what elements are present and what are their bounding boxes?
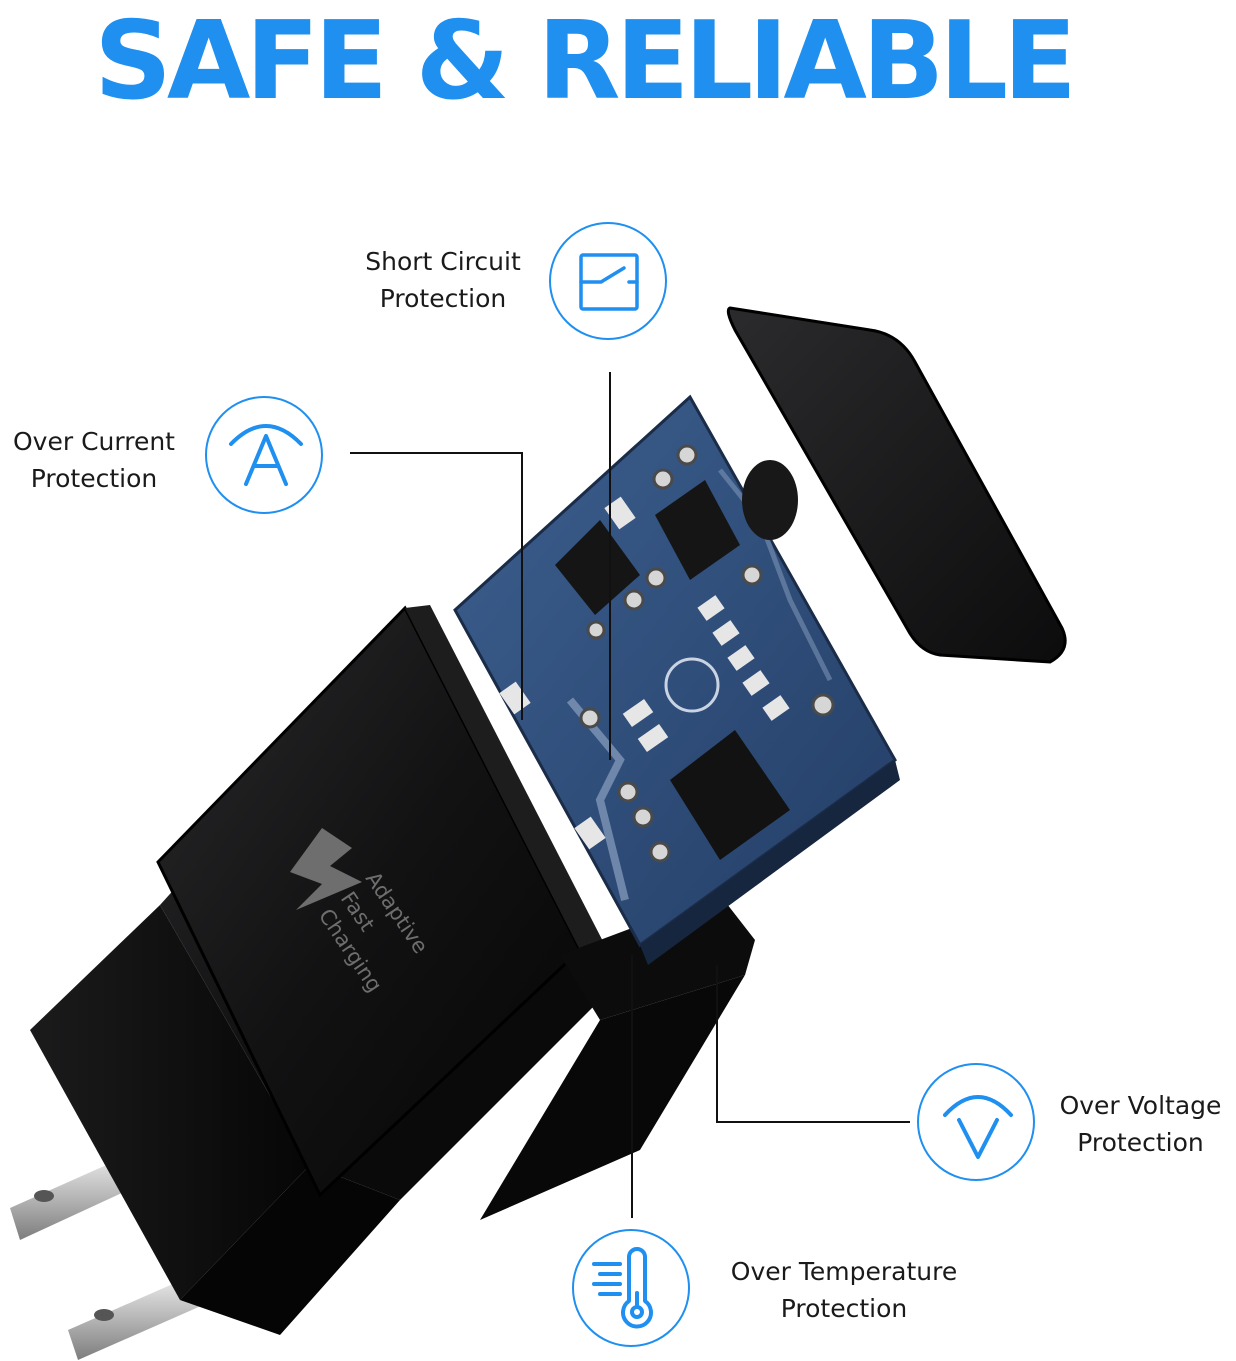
over-voltage-badge bbox=[917, 1063, 1035, 1181]
lightning-bolt-icon bbox=[290, 828, 362, 910]
thermometer-icon bbox=[592, 1247, 653, 1329]
feature-line: Protection bbox=[780, 1294, 908, 1323]
feature-label-over-current: Over Current Protection bbox=[4, 423, 184, 497]
switch-icon bbox=[579, 253, 639, 311]
feature-line: Protection bbox=[379, 284, 507, 313]
feature-line: Protection bbox=[30, 464, 158, 493]
feature-label-over-voltage: Over Voltage Protection bbox=[1047, 1087, 1234, 1161]
feature-label-over-temperature: Over Temperature Protection bbox=[716, 1253, 972, 1327]
feature-line: Over Voltage bbox=[1059, 1091, 1222, 1120]
over-current-badge bbox=[205, 396, 323, 514]
headline: SAFE & RELIABLE bbox=[94, 0, 1077, 124]
feature-line: Protection bbox=[1077, 1128, 1204, 1157]
over-temperature-badge bbox=[572, 1229, 690, 1347]
cover-plate bbox=[726, 306, 1067, 664]
ampere-icon bbox=[229, 424, 303, 486]
feature-line: Over Current bbox=[13, 427, 175, 456]
feature-line: Short Circuit bbox=[365, 247, 521, 276]
short-circuit-badge bbox=[549, 222, 667, 340]
circuit-board bbox=[453, 394, 900, 965]
feature-label-short-circuit: Short Circuit Protection bbox=[358, 243, 528, 317]
volt-icon bbox=[943, 1095, 1013, 1159]
feature-line: Over Temperature bbox=[730, 1257, 958, 1286]
